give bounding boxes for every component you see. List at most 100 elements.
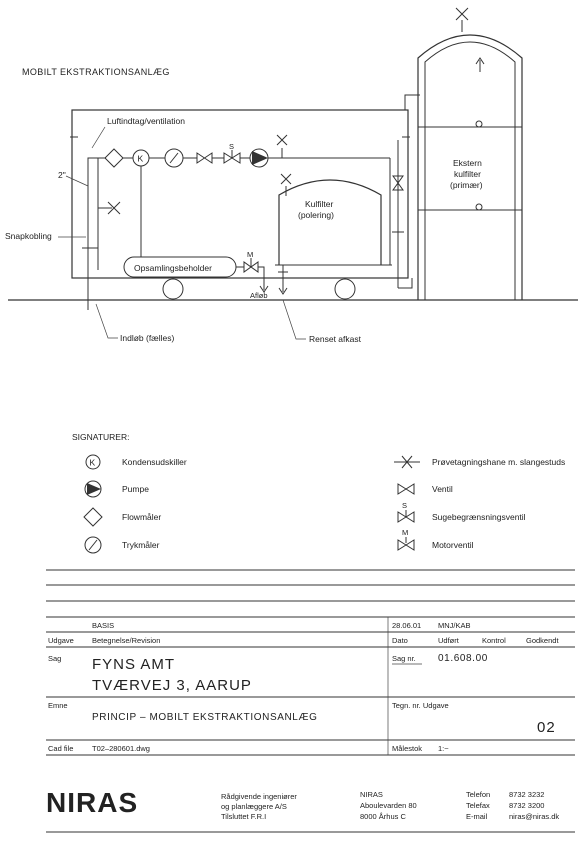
valve-icon [392, 175, 404, 191]
inlet-pipe [87, 157, 98, 310]
maalestok-label: Målestok [392, 744, 422, 753]
sag-nr-label: Sag nr. [392, 654, 416, 663]
leader-2-inch [65, 175, 89, 187]
pressure-gauge-icon [84, 536, 102, 554]
gauge-needle [169, 152, 179, 164]
col-godkendt: Godkendt [526, 636, 559, 645]
motor-valve-icon [243, 261, 259, 273]
wheel-left [162, 278, 184, 300]
legend-label-sugebegraensning: Sugebegrænsningsventil [432, 512, 526, 522]
legend-label-flowmaaler: Flowmåler [122, 512, 161, 522]
legend-symbol-s: S [402, 501, 407, 510]
tower-port [475, 203, 483, 211]
legend-label-motorventil: Motorventil [432, 540, 474, 550]
col-betegnelse: Betegnelse/Revision [92, 636, 160, 645]
suction-limit-valve-icon [397, 511, 415, 523]
mail-value: niras@niras.dk [509, 812, 559, 821]
label-ekstern: Ekstern [453, 158, 482, 168]
drain-outlet [258, 266, 265, 290]
suction-limit-valve-icon [223, 152, 241, 164]
legend-symbol-k: K [90, 458, 96, 468]
label-primaer: (primær) [450, 180, 483, 190]
valve-icon [397, 483, 415, 495]
flowmeter-icon [104, 148, 124, 168]
company-line2: og planlæggere A/S [221, 802, 287, 811]
rev-basis: BASIS [92, 621, 114, 630]
cad-file: T02–280601.dwg [92, 744, 150, 753]
label-opsamlingsbeholder: Opsamlingsbeholder [134, 263, 212, 273]
niras-logo: NIRAS [46, 787, 138, 818]
legend-label-trykmaaler: Trykmåler [122, 540, 160, 550]
label-luftindtag: Luftindtag/ventilation [107, 116, 185, 126]
label-indloeb: Indløb (fælles) [120, 333, 174, 343]
label-k: K [138, 154, 144, 164]
leader-luftindtag [91, 126, 106, 149]
diagram-title: MOBILT EKSTRAKTIONSANLÆG [22, 67, 170, 77]
company-line3: Tilsluttet F.R.I [221, 812, 266, 821]
pump-triangle [87, 483, 101, 495]
outlet-to-external [398, 278, 413, 289]
udgave-number: 02 [537, 719, 556, 736]
flowmeter-icon [83, 507, 103, 527]
ekstern-kulfilter-tower [417, 34, 523, 300]
tegn-label: Tegn. nr. Udgave [392, 701, 449, 710]
label-polering: (polering) [298, 210, 334, 220]
legend-label-pumpe: Pumpe [122, 484, 149, 494]
emne-label: Emne [48, 701, 68, 710]
cad-label: Cad file [48, 744, 73, 753]
rev-by: MNJ/KAB [438, 621, 471, 630]
sampling-tap-icon [455, 7, 469, 21]
footer: NIRAS Rådgivende ingeniører og planlægge… [46, 787, 559, 821]
legend-label-proevetagning: Prøvetagningshane m. slangestuds [432, 457, 565, 467]
col-udfoert: Udført [438, 636, 460, 645]
process-diagram: MOBILT EKSTRAKTIONSANLÆG Luftindtag/vent… [5, 7, 578, 344]
tower-inner-wall [424, 41, 516, 300]
valve-icon [196, 152, 213, 164]
renset-arrow [278, 287, 288, 295]
label-m: M [247, 250, 253, 259]
mail-label: E-mail [466, 812, 488, 821]
addr-line2: Aboulevarden 80 [360, 801, 417, 810]
label-s: S [229, 142, 234, 151]
sampling-tap-icon [107, 201, 121, 215]
tower-port [475, 120, 483, 128]
kondensudskiller-icon [85, 454, 101, 470]
maalestok: 1:~ [438, 744, 449, 753]
fax-value: 8732 3200 [509, 801, 544, 810]
pump-triangle [252, 151, 268, 165]
tel-value: 8732 3232 [509, 790, 544, 799]
motor-valve-icon [397, 539, 415, 551]
leader-indloeb [95, 303, 118, 339]
fax-label: Telefax [466, 801, 490, 810]
label-kulfilter-ext: kulfilter [454, 169, 481, 179]
emne-text: PRINCIP – MOBILT EKSTRAKTIONSANLÆG [92, 712, 317, 723]
sampling-tap-icon [280, 173, 292, 185]
addr-line3: 8000 Århus C [360, 812, 406, 821]
sag-line2: TVÆRVEJ 3, AARUP [92, 677, 252, 694]
sampling-tap-icon [401, 455, 413, 469]
kulfilter-vessel [278, 179, 382, 265]
label-renset: Renset afkast [309, 334, 362, 344]
label-afloeb: Afløb [250, 291, 268, 300]
sag-label: Sag [48, 654, 61, 663]
up-arrow-icon [475, 57, 485, 65]
sag-line1: FYNS AMT [92, 656, 175, 673]
legend-label-ventil: Ventil [432, 484, 453, 494]
legend: SIGNATURER: K Kondensudskiller Pumpe Flo… [72, 432, 565, 554]
company-line1: Rådgivende ingeniører [221, 792, 297, 801]
tel-label: Telefon [466, 790, 490, 799]
label-snapkobling: Snapkobling [5, 231, 52, 241]
rev-date: 28.06.01 [392, 621, 421, 630]
gauge-needle [88, 539, 98, 551]
drain-arrow [259, 285, 269, 293]
label-2-inch: 2" [58, 170, 66, 180]
feed-external-top [404, 94, 420, 110]
legend-title: SIGNATURER: [72, 432, 129, 442]
col-kontrol: Kontrol [482, 636, 506, 645]
legend-label-kondensudskiller: Kondensudskiller [122, 457, 187, 467]
leader-renset [282, 299, 306, 340]
title-block: BASIS 28.06.01 MNJ/KAB Udgave Betegnelse… [46, 569, 575, 833]
sampling-tap-icon [276, 134, 288, 146]
addr-line1: NIRAS [360, 790, 383, 799]
